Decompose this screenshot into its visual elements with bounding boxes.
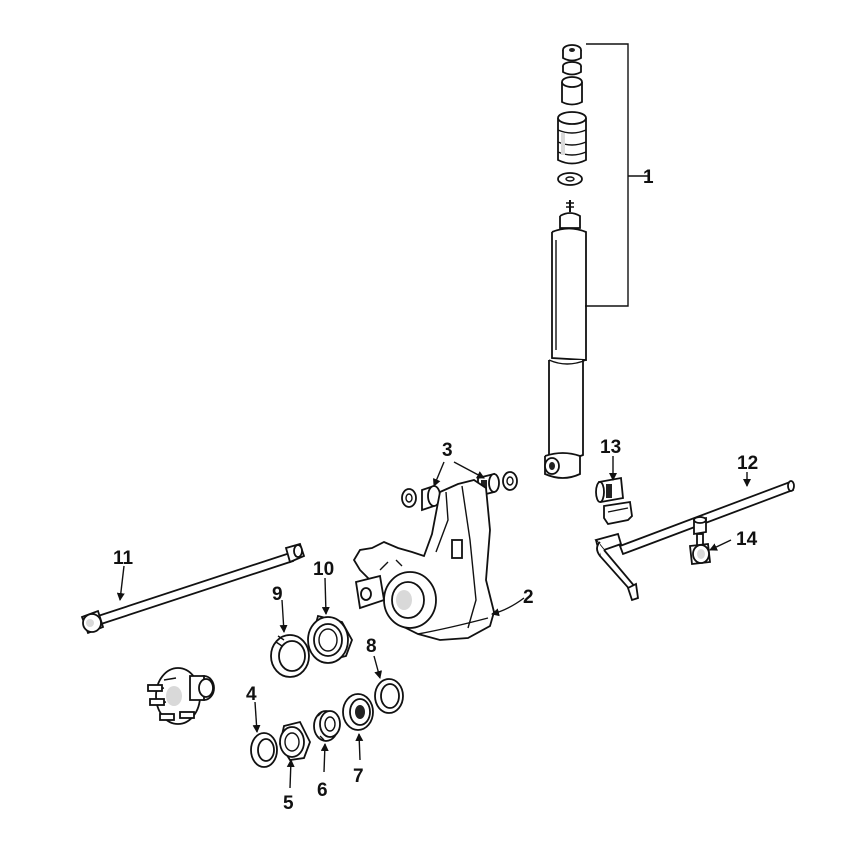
stabilizer-link [689, 516, 711, 565]
tie-rod [80, 542, 306, 635]
outer-bearing [342, 693, 374, 731]
callout-14: 14 [736, 529, 758, 550]
callout-3: 3 [442, 440, 453, 461]
wheel-hub [147, 667, 215, 725]
shock-top-nut [562, 44, 582, 62]
callout-8: 8 [366, 636, 377, 657]
callout-10: 10 [313, 559, 334, 580]
callout-12: 12 [737, 453, 758, 474]
stabilizer-bar [594, 480, 795, 602]
bushing-left [401, 484, 441, 512]
shock-upper-bushing [562, 61, 582, 76]
shock-spacer-sleeve [561, 76, 583, 106]
grease-seal [250, 732, 278, 768]
stabilizer-bushing [595, 476, 633, 526]
callout-13: 13 [600, 437, 621, 458]
callout-9: 9 [272, 584, 283, 605]
leader-lines [116, 456, 751, 789]
callout-7: 7 [353, 766, 364, 787]
callout-4: 4 [246, 684, 257, 705]
inner-bearing [279, 720, 311, 761]
shock-washer [557, 172, 583, 186]
callout-2: 2 [523, 587, 534, 608]
hub-bearing [307, 614, 353, 664]
steering-knuckle [352, 479, 495, 641]
callout-1-bracket [585, 43, 650, 307]
callout-11: 11 [113, 548, 134, 569]
callout-5: 5 [283, 793, 294, 814]
callout-labels: 1 2 3 4 5 6 7 8 9 10 11 12 13 14 [113, 167, 758, 814]
shock-bump-stop [557, 111, 587, 165]
snap-ring-large [270, 634, 310, 678]
callout-6: 6 [317, 780, 328, 801]
bearing-spacer [313, 710, 341, 742]
shock-absorber [544, 200, 587, 479]
seal-ring [374, 678, 404, 714]
shock-absorber-assembly [544, 44, 587, 479]
callout-1: 1 [643, 167, 654, 188]
